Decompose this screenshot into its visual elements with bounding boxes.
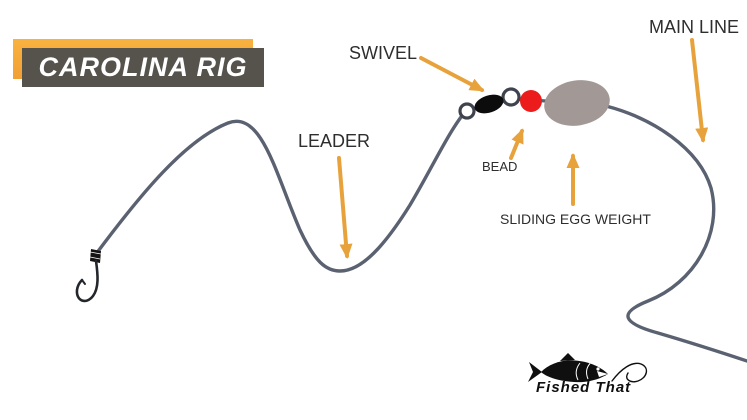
label-bead: BEAD [482,159,518,174]
main-line-path [604,104,747,363]
brand-name: Fished That [536,379,632,396]
main-line-arrow [690,38,709,143]
bead-arrow [509,128,524,160]
title-banner: CAROLINA RIG [0,0,280,100]
fish-logo-icon [528,353,648,383]
label-swivel: SWIVEL [349,43,418,63]
egg-weight-graphic [544,80,610,126]
page-title-text: CAROLINA RIG [38,52,248,82]
swivel-graphic [458,87,521,120]
fishing-hook [75,249,102,303]
page-title: CAROLINA RIG [22,48,264,87]
label-sliding-egg-weight: SLIDING EGG WEIGHT [500,211,651,227]
swivel-arrow [419,56,485,92]
label-main-line: MAIN LINE [649,17,740,37]
label-leader: LEADER [298,131,371,151]
leader-line-path [94,110,467,273]
leader-arrow [337,156,353,259]
bead-graphic [520,90,542,112]
